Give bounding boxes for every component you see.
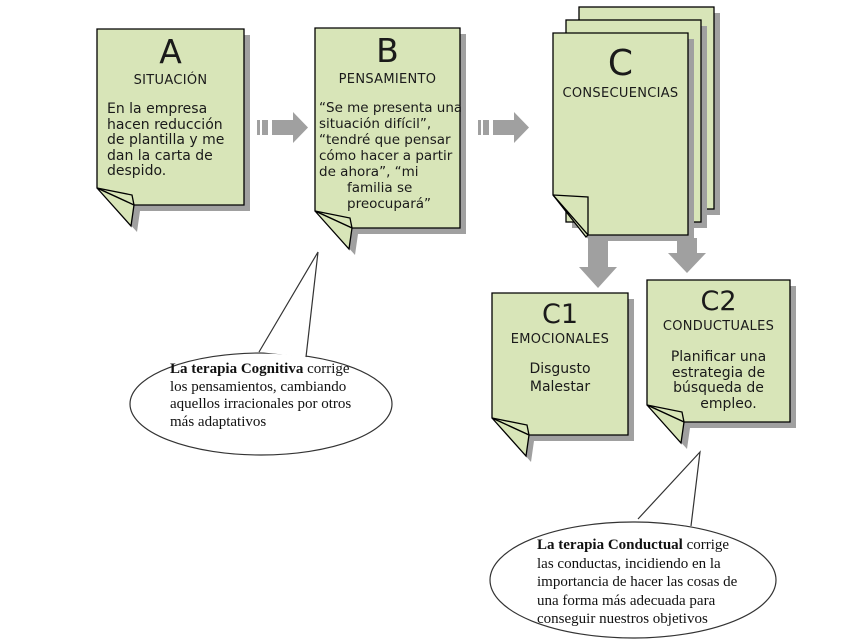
callout-conductual-ellipse: [489, 521, 777, 639]
callout-cognitive-first-line: La terapia Cognitiva corrige: [170, 361, 375, 379]
callout-conductual-line: una forma más adecuada para: [537, 592, 716, 609]
callout-conductual-line: conseguir nuestros objetivos: [537, 611, 708, 627]
note-a-letter: A: [159, 32, 182, 71]
callout-cognitive-line: los pensamientos, cambiando: [170, 378, 347, 395]
note-c1-subtitle: EMOCIONALES: [510, 332, 610, 347]
note-a-fold-crease: [96, 187, 135, 206]
note-c1-body-line: Disgusto: [529, 361, 591, 377]
arrow-c-to-c1-down-arrow-icon: [579, 236, 617, 288]
note-b: B PENSAMIENTO “Se me presenta una situac…: [315, 28, 463, 212]
note-c-stack-shape: [552, 6, 720, 244]
note-a-shape: [96, 28, 250, 232]
note-a-body-line: dan la carta de: [107, 147, 213, 164]
note-a-folded-corner-icon: [96, 187, 135, 228]
note-c-subtitle: CONSECUENCIAS: [562, 86, 679, 101]
note-b-body-line: preocupará”: [347, 196, 432, 212]
note-a-body-line: de plantilla y me: [107, 132, 225, 148]
callout-conductual-line: las conductas, incidiendo en la: [537, 555, 721, 572]
note-a-body-line: despido.: [107, 163, 167, 179]
callout-cognitive-first-line-rest: corrige: [303, 361, 350, 377]
note-c2-letter: C2: [700, 286, 737, 317]
note-b-folded-corner-icon: [314, 210, 353, 251]
note-a: A SITUACIÓN En la empresa hacen reducció…: [97, 29, 244, 180]
note-b-shape: [314, 27, 466, 255]
note-b-subtitle: PENSAMIENTO: [338, 72, 437, 87]
note-c-fold-crease: [552, 194, 589, 235]
note-b-fold-crease: [314, 210, 353, 229]
note-c2-body-line: estrategia de: [671, 364, 766, 381]
callout-cognitive-bold-label: La terapia Cognitiva: [170, 361, 304, 377]
note-c2-shape: [646, 279, 796, 449]
callout-cognitive-shape: [129, 251, 393, 456]
note-c2-body-line: Planificar una: [670, 349, 767, 365]
note-c2: C2 CONDUCTUALES Planificar una estrategi…: [647, 283, 790, 412]
note-a-body: En la empresa hacen reducción de plantil…: [97, 101, 244, 180]
note-c2-subtitle: CONDUCTUALES: [662, 319, 775, 334]
arrow-c-to-c2-down-arrow-icon: [668, 238, 706, 273]
note-b-body-line: familia se: [347, 180, 413, 196]
note-c1-body-line: Malestar: [529, 378, 591, 395]
note-a-body-line: En la empresa: [107, 101, 208, 117]
note-a-page: [96, 28, 245, 206]
note-c1-folded-corner-icon: [491, 417, 530, 458]
callout-conductual-shape: [489, 450, 777, 639]
note-c-letter: C: [607, 43, 634, 84]
note-b-letter: B: [376, 31, 399, 70]
note-c1-fold-crease: [491, 417, 530, 436]
callout-conductual: La terapia Conductual corrige las conduc…: [537, 536, 757, 629]
arrow-b-to-c-striped-right-arrow-icon: [478, 112, 529, 143]
callout-conductual-bold-label: La terapia Conductual: [537, 537, 683, 553]
callout-conductual-first-line-rest: corrige: [682, 537, 730, 553]
callout-cognitive-line: más adaptativos: [170, 413, 267, 430]
callout-conductual-tail-icon: [637, 450, 701, 527]
callout-cognitive-ellipse: [129, 352, 393, 456]
callout-cognitive: La terapia Cognitiva corrige los pensami…: [170, 361, 375, 431]
callout-conductual-first-line: La terapia Conductual corrige: [537, 536, 757, 555]
note-c1-shape: [491, 292, 634, 462]
note-c: C CONSECUENCIAS: [553, 40, 688, 101]
callout-cognitive-line: aquellos irracionales por otros: [170, 396, 352, 412]
note-c2-body-line: búsqueda de: [673, 380, 764, 396]
note-c2-page: [646, 279, 791, 423]
note-b-body-line: “tendré que pensar: [319, 132, 451, 148]
note-c-front-page: [552, 32, 689, 236]
note-c2-body-line: empleo.: [700, 395, 757, 412]
note-b-body-line: “Se me presenta una: [319, 100, 463, 116]
callout-cognitive-tail-icon: [258, 251, 319, 358]
note-c1-page: [491, 292, 629, 436]
note-c1-body: Disgusto Malestar: [492, 361, 628, 396]
callout-conductual-line: importancia de hacer las cosas de: [537, 574, 738, 590]
note-b-body-line: de ahora”, “mi: [319, 164, 419, 180]
note-b-body-line: cómo hacer a partir: [319, 148, 453, 164]
note-c2-body: Planificar una estrategia de búsqueda de…: [647, 349, 790, 412]
note-c-folded-corner-icon: [552, 194, 589, 238]
note-b-page: [314, 27, 461, 229]
note-b-body-line: situación difícil”,: [319, 116, 432, 132]
note-c1: C1 EMOCIONALES Disgusto Malestar: [492, 296, 628, 396]
arrow-a-to-b-striped-right-arrow-icon: [257, 112, 308, 143]
note-b-body: “Se me presenta una situación difícil”, …: [315, 100, 463, 212]
note-a-body-line: hacen reducción: [107, 116, 223, 133]
note-c2-folded-corner-icon: [646, 404, 685, 445]
note-a-subtitle: SITUACIÓN: [133, 73, 208, 88]
note-c1-letter: C1: [541, 299, 579, 330]
note-c2-fold-crease: [646, 404, 685, 423]
